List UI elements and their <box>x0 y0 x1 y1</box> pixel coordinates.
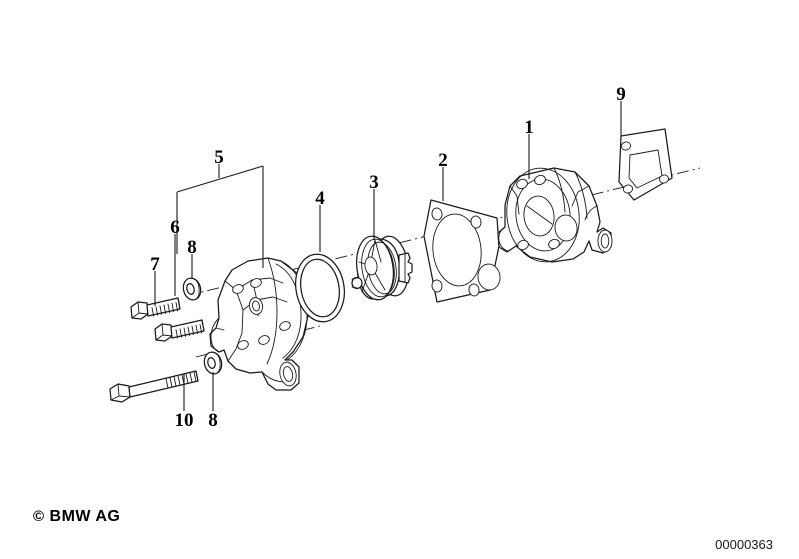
callout-number-3: 3 <box>369 172 379 193</box>
callout-number-8-lower: 8 <box>208 410 218 431</box>
callout-leaders <box>154 101 622 411</box>
copyright-owner: BMW AG <box>49 508 121 525</box>
copyright-notice: © BMW AG <box>33 508 120 526</box>
thermostat <box>351 235 413 301</box>
callout-numbers: 1 2 3 4 5 6 7 8 8 9 10 <box>150 84 626 431</box>
callout-number-10: 10 <box>175 410 194 431</box>
callout-number-4: 4 <box>315 188 325 209</box>
diagram-id: 00000363 <box>715 537 773 552</box>
callout-number-5: 5 <box>214 147 224 168</box>
callout-number-2: 2 <box>438 150 448 171</box>
callout-number-6: 6 <box>170 217 180 238</box>
copyright-symbol: © <box>33 508 45 525</box>
gasket-small <box>618 128 673 201</box>
callout-number-8: 8 <box>187 237 197 258</box>
hex-bolt-short-lower <box>154 319 205 342</box>
water-pump-housing <box>209 257 309 391</box>
gasket-large <box>423 199 501 303</box>
thermostat-housing-cover <box>497 167 613 263</box>
hex-bolt-short-upper <box>130 297 181 320</box>
callout-number-9: 9 <box>616 84 626 105</box>
hex-bolt-long <box>109 370 199 403</box>
washer-upper <box>182 277 202 301</box>
callout-5-bracket <box>176 165 264 268</box>
o-ring <box>295 253 345 323</box>
washer-lower <box>203 351 223 375</box>
callout-number-1: 1 <box>524 117 534 138</box>
callout-number-7: 7 <box>150 254 160 275</box>
